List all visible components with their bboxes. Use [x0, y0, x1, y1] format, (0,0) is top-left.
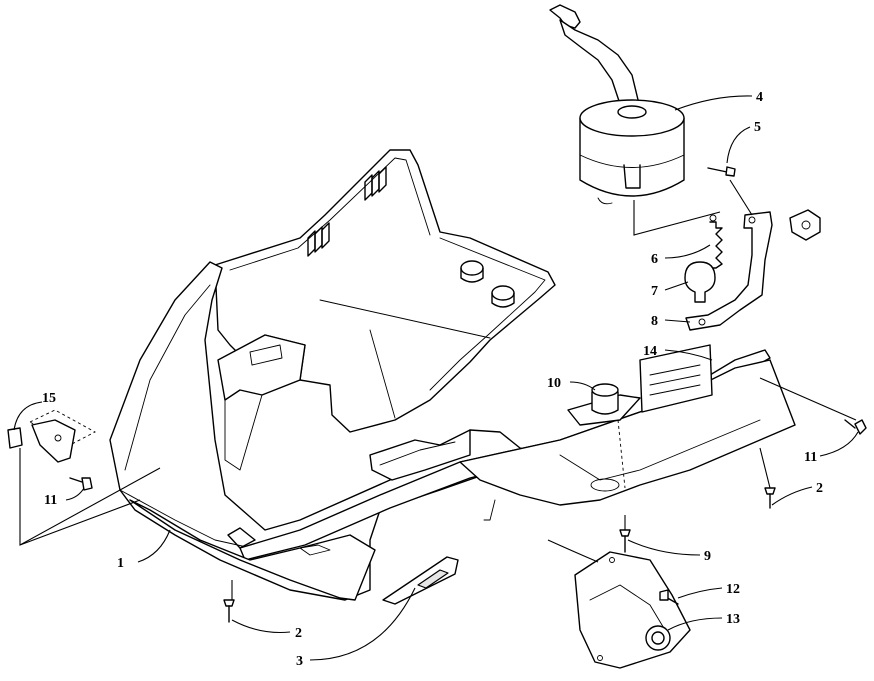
callout-8: 8	[651, 314, 658, 329]
body-shell-part-1	[109, 149, 796, 601]
grommet-part-7	[684, 261, 716, 303]
rear-guard-part-13	[574, 551, 691, 669]
callout-12: 12	[726, 582, 740, 597]
leader-lines	[13, 95, 859, 661]
callout-10: 10	[547, 376, 561, 391]
callout-3: 3	[296, 654, 303, 669]
callout-labels: 1 2 2 3 4 5 6 7 8 9 10 11 11 12 13 14 15	[42, 90, 823, 669]
callout-1: 1	[117, 556, 124, 571]
callout-14: 14	[643, 344, 657, 359]
callout-5: 5	[754, 120, 761, 135]
mounting-bosses	[460, 260, 515, 308]
bolt-part-5	[707, 166, 736, 177]
callout-7: 7	[651, 284, 658, 299]
bracket-part-8	[685, 209, 821, 331]
callout-2-right: 2	[816, 481, 823, 496]
callout-11-right: 11	[804, 450, 817, 465]
bracket-part-15	[7, 409, 96, 463]
callout-2-left: 2	[295, 626, 302, 641]
footrest-pad-part-3	[382, 556, 459, 605]
plug-part-10	[567, 383, 641, 426]
callout-11-left: 11	[44, 493, 57, 508]
rivet-part-9	[619, 529, 631, 553]
callout-6: 6	[651, 252, 658, 267]
push-rivet-part-11	[69, 419, 867, 491]
muffler-part-4	[549, 4, 685, 205]
callout-9: 9	[704, 549, 711, 564]
callout-15: 15	[42, 391, 56, 406]
rivet-part-2	[223, 487, 776, 623]
callout-4: 4	[756, 90, 763, 105]
decal-part-14	[639, 344, 713, 413]
callout-13: 13	[726, 612, 740, 627]
